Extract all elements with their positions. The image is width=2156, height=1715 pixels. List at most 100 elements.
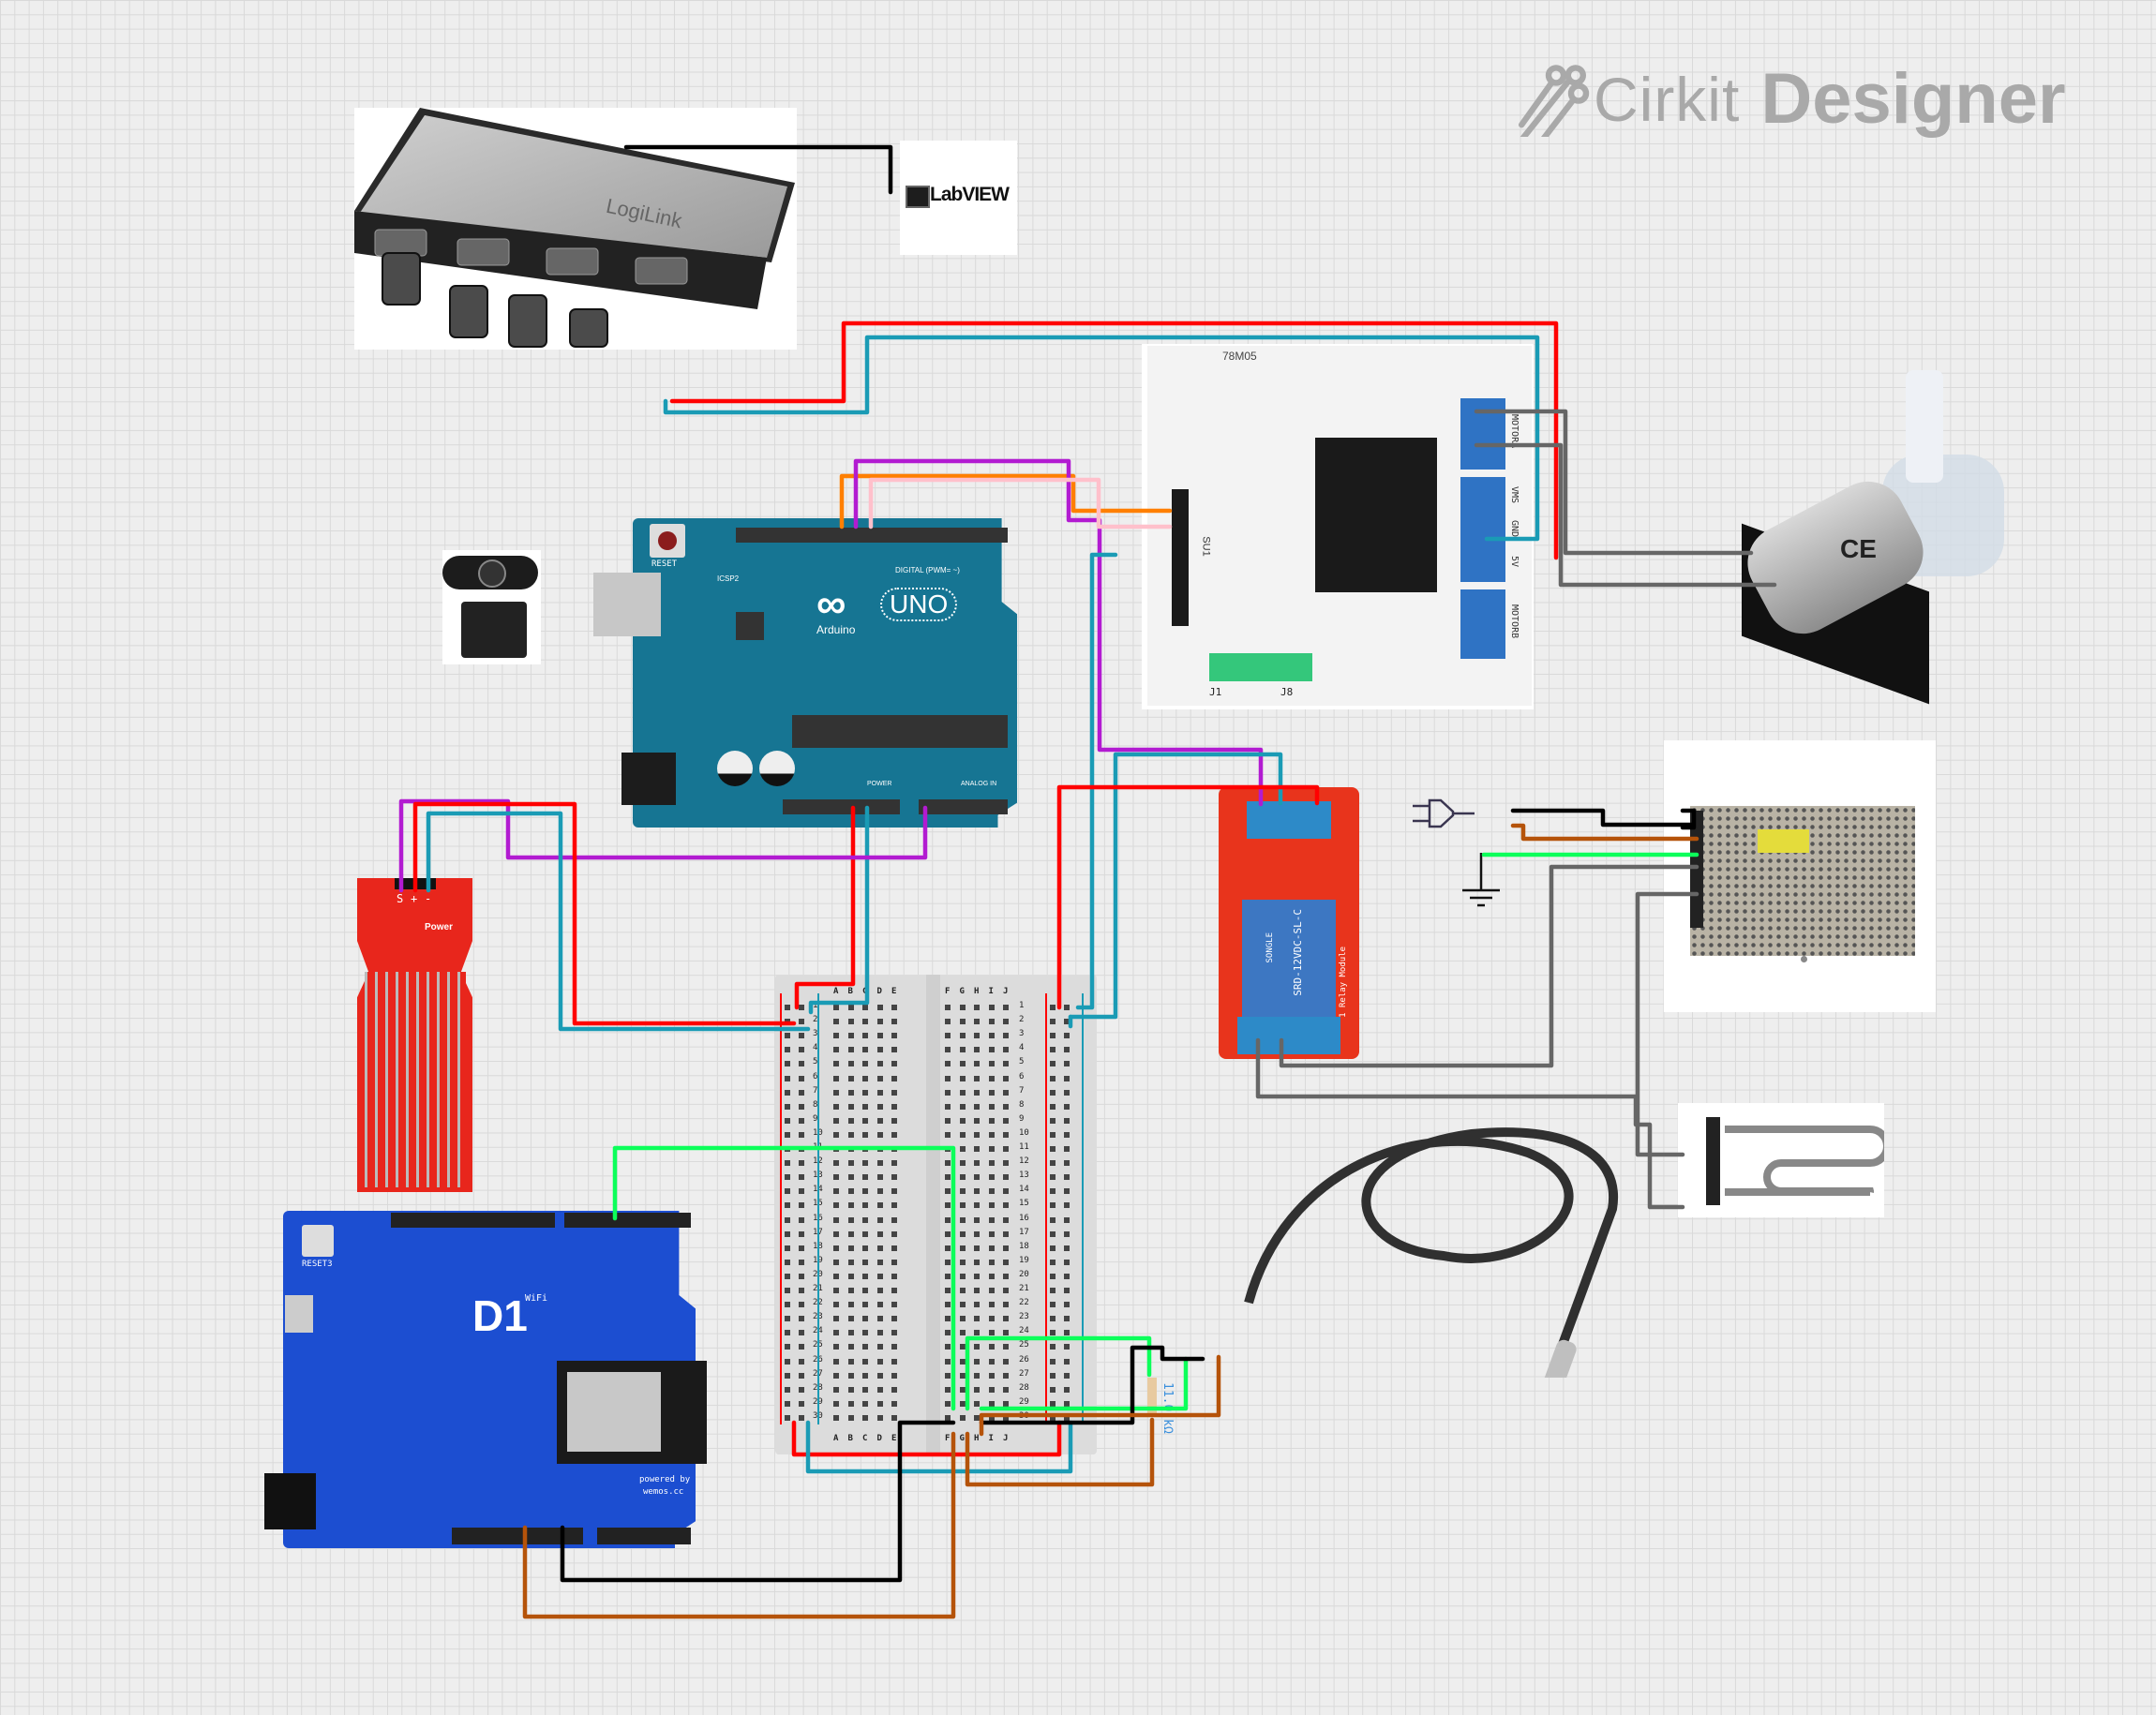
breadboard-hole[interactable] xyxy=(1064,1216,1070,1223)
breadboard-hole[interactable] xyxy=(945,1033,951,1039)
breadboard-hole[interactable] xyxy=(1050,1386,1056,1393)
breadboard-hole[interactable] xyxy=(799,1259,804,1265)
breadboard-hole[interactable] xyxy=(1003,1131,1009,1138)
breadboard-hole[interactable] xyxy=(959,1089,966,1096)
breadboard-hole[interactable] xyxy=(862,1330,868,1336)
breadboard-hole[interactable] xyxy=(1050,1005,1056,1010)
breadboard-hole[interactable] xyxy=(974,1202,980,1209)
breadboard-hole[interactable] xyxy=(876,1302,883,1308)
breadboard-hole[interactable] xyxy=(876,1400,883,1407)
breadboard-hole[interactable] xyxy=(959,1273,966,1279)
breadboard-hole[interactable] xyxy=(891,1160,897,1167)
water-level-sensor[interactable]: S + - Power xyxy=(357,855,472,1192)
breadboard-hole[interactable] xyxy=(1064,1061,1070,1067)
breadboard-hole[interactable] xyxy=(1050,1344,1056,1350)
breadboard-hole[interactable] xyxy=(959,1019,966,1025)
breadboard-hole[interactable] xyxy=(799,1061,804,1067)
breadboard-hole[interactable] xyxy=(974,1131,980,1138)
breadboard-hole[interactable] xyxy=(876,1386,883,1393)
breadboard-hole[interactable] xyxy=(959,1103,966,1110)
breadboard-hole[interactable] xyxy=(1064,1160,1070,1167)
breadboard-hole[interactable] xyxy=(1064,1386,1070,1393)
breadboard-hole[interactable] xyxy=(785,1131,790,1138)
breadboard-hole[interactable] xyxy=(799,1273,804,1279)
breadboard-hole[interactable] xyxy=(988,1372,995,1379)
breadboard-hole[interactable] xyxy=(1003,1005,1009,1010)
resistor[interactable] xyxy=(1147,1378,1157,1415)
breadboard-hole[interactable] xyxy=(862,1386,868,1393)
breadboard-hole[interactable] xyxy=(862,1372,868,1379)
breadboard-hole[interactable] xyxy=(959,1188,966,1195)
breadboard-hole[interactable] xyxy=(862,1188,868,1195)
breadboard-hole[interactable] xyxy=(847,1316,854,1322)
breadboard-hole[interactable] xyxy=(1003,1414,1009,1421)
breadboard-hole[interactable] xyxy=(988,1386,995,1393)
breadboard-hole[interactable] xyxy=(1003,1245,1009,1251)
breadboard-hole[interactable] xyxy=(988,1330,995,1336)
breadboard-hole[interactable] xyxy=(1003,1316,1009,1322)
breadboard-hole[interactable] xyxy=(785,1400,790,1407)
breadboard-hole[interactable] xyxy=(833,1174,839,1181)
breadboard-hole[interactable] xyxy=(1050,1146,1056,1152)
breadboard-hole[interactable] xyxy=(959,1400,966,1407)
terminal-motor-a[interactable] xyxy=(1460,398,1505,470)
breadboard-hole[interactable] xyxy=(891,1202,897,1209)
breadboard-hole[interactable] xyxy=(833,1288,839,1293)
breadboard-hole[interactable] xyxy=(1050,1372,1056,1379)
breadboard-hole[interactable] xyxy=(862,1302,868,1308)
breadboard-hole[interactable] xyxy=(945,1273,951,1279)
breadboard-hole[interactable] xyxy=(891,1400,897,1407)
breadboard-hole[interactable] xyxy=(974,1330,980,1336)
breadboard-hole[interactable] xyxy=(988,1146,995,1152)
breadboard-hole[interactable] xyxy=(891,1061,897,1067)
breadboard-hole[interactable] xyxy=(891,1358,897,1365)
breadboard-hole[interactable] xyxy=(799,1245,804,1251)
breadboard-hole[interactable] xyxy=(974,1245,980,1251)
breadboard-hole[interactable] xyxy=(959,1216,966,1223)
breadboard-hole[interactable] xyxy=(974,1386,980,1393)
breadboard-hole[interactable] xyxy=(891,1216,897,1223)
breadboard-hole[interactable] xyxy=(847,1302,854,1308)
breadboard-hole[interactable] xyxy=(891,1174,897,1181)
breadboard-hole[interactable] xyxy=(847,1216,854,1223)
breadboard-hole[interactable] xyxy=(891,1075,897,1081)
breadboard-hole[interactable] xyxy=(974,1005,980,1010)
breadboard-hole[interactable] xyxy=(945,1188,951,1195)
relay-input-terminal[interactable] xyxy=(1247,801,1331,839)
breadboard-hole[interactable] xyxy=(1003,1117,1009,1124)
breadboard-hole[interactable] xyxy=(785,1117,790,1124)
relay-output-terminal[interactable] xyxy=(1237,1017,1340,1054)
breadboard-hole[interactable] xyxy=(833,1202,839,1209)
ac-plug[interactable] xyxy=(1411,795,1476,832)
breadboard-hole[interactable] xyxy=(862,1202,868,1209)
breadboard-hole[interactable] xyxy=(945,1075,951,1081)
breadboard-hole[interactable] xyxy=(862,1344,868,1350)
breadboard-hole[interactable] xyxy=(988,1273,995,1279)
breadboard-hole[interactable] xyxy=(833,1047,839,1053)
breadboard-hole[interactable] xyxy=(945,1047,951,1053)
breadboard-hole[interactable] xyxy=(1064,1174,1070,1181)
breadboard-hole[interactable] xyxy=(974,1146,980,1152)
breadboard-hole[interactable] xyxy=(847,1075,854,1081)
breadboard-hole[interactable] xyxy=(988,1358,995,1365)
breadboard-hole[interactable] xyxy=(959,1302,966,1308)
breadboard-hole[interactable] xyxy=(945,1061,951,1067)
breadboard-hole[interactable] xyxy=(974,1033,980,1039)
breadboard-hole[interactable] xyxy=(847,1330,854,1336)
breadboard-hole[interactable] xyxy=(1064,1400,1070,1407)
breadboard-hole[interactable] xyxy=(1050,1230,1056,1237)
breadboard-hole[interactable] xyxy=(974,1188,980,1195)
motor-driver[interactable]: 78M05 SU1 J1 J8 MOTORA VMS GND 5V MOTORB xyxy=(1142,344,1534,709)
breadboard-hole[interactable] xyxy=(945,1174,951,1181)
breadboard-hole[interactable] xyxy=(847,1386,854,1393)
breadboard-hole[interactable] xyxy=(959,1330,966,1336)
breadboard-hole[interactable] xyxy=(785,1344,790,1350)
breadboard-hole[interactable] xyxy=(799,1358,804,1365)
breadboard-hole[interactable] xyxy=(799,1160,804,1167)
breadboard-hole[interactable] xyxy=(1064,1288,1070,1293)
breadboard-hole[interactable] xyxy=(988,1117,995,1124)
breadboard-hole[interactable] xyxy=(1003,1089,1009,1096)
breadboard-hole[interactable] xyxy=(847,1131,854,1138)
breadboard-hole[interactable] xyxy=(974,1216,980,1223)
breadboard-hole[interactable] xyxy=(1003,1372,1009,1379)
